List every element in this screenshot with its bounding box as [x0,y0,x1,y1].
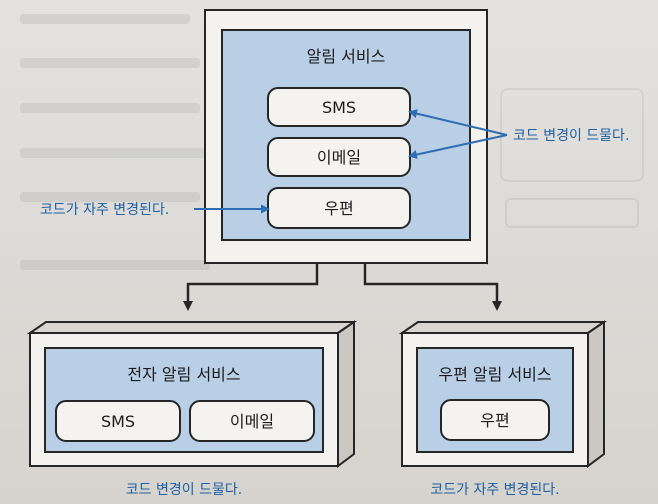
notification-service-box: 알림 서비스 SMS 이메일 우편 [204,9,488,265]
sms-module: SMS [267,87,411,127]
electronic-caption: 코드 변경이 드물다. [126,482,242,498]
frequent-change-text: 코드가 자주 변경된다. [40,202,169,218]
mail-notification-service-box: 우편 알림 서비스 우편 [398,320,608,468]
frequent-change-annotation: 코드가 자주 변경된다. [40,202,270,218]
rare-change-text: 코드 변경이 드물다. [513,128,629,144]
sms-label-electronic: SMS [101,412,135,431]
email-module: 이메일 [267,137,411,177]
electronic-notification-service-title: 전자 알림 서비스 [127,365,240,384]
electronic-notification-service-box: 전자 알림 서비스 SMS 이메일 [26,320,358,468]
mail-caption: 코드가 자주 변경된다. [430,482,559,498]
mail-label-standalone: 우편 [480,411,509,430]
rare-change-annotation: 코드 변경이 드물다. [408,109,629,159]
mail-notification-service-title: 우편 알림 서비스 [438,365,551,384]
email-label-electronic: 이메일 [230,412,274,431]
email-module-electronic: 이메일 [189,400,315,442]
notification-service-title: 알림 서비스 [307,47,386,66]
sms-label: SMS [322,98,356,117]
email-label: 이메일 [317,148,361,167]
mail-module: 우편 [267,187,411,229]
mail-label: 우편 [324,199,353,218]
mail-module-standalone: 우편 [440,399,550,441]
sms-module-electronic: SMS [55,400,181,442]
split-arrows [183,263,502,311]
